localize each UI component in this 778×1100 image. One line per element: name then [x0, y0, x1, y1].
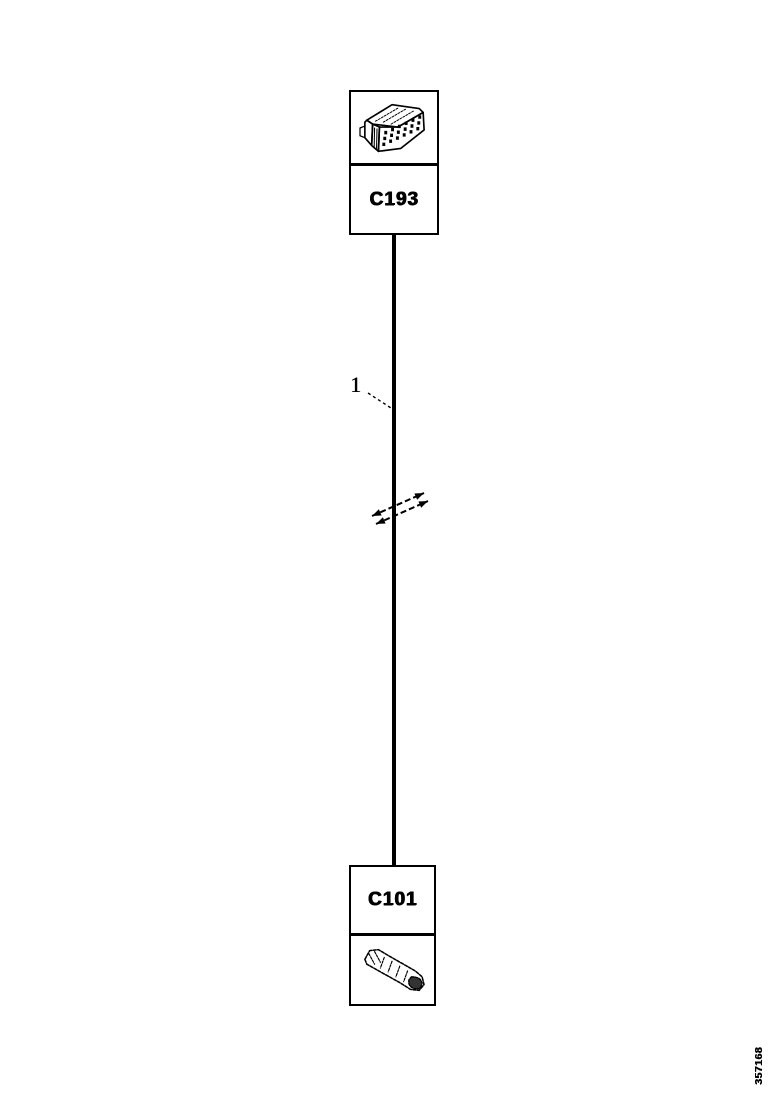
- bottom-connector-label: C101: [367, 889, 418, 910]
- bottom-connector-label-cell: C101: [351, 867, 434, 936]
- top-connector-image: [351, 92, 437, 163]
- multipin-connector-icon: [359, 103, 425, 152]
- wire-break-icon: [371, 492, 429, 525]
- callout-leader-line: [367, 392, 392, 409]
- bottom-connector-box: C101: [349, 865, 436, 1006]
- terminal-pin-icon: [363, 948, 425, 992]
- figure-number: 357168: [753, 1046, 765, 1086]
- top-connector-label: C193: [369, 188, 419, 210]
- wire-line: [392, 233, 396, 867]
- top-connector-box: C193: [349, 90, 439, 235]
- wire-callout-label: 1: [350, 372, 361, 397]
- bottom-connector-image: [351, 936, 434, 1004]
- top-connector-label-cell: C193: [351, 163, 437, 233]
